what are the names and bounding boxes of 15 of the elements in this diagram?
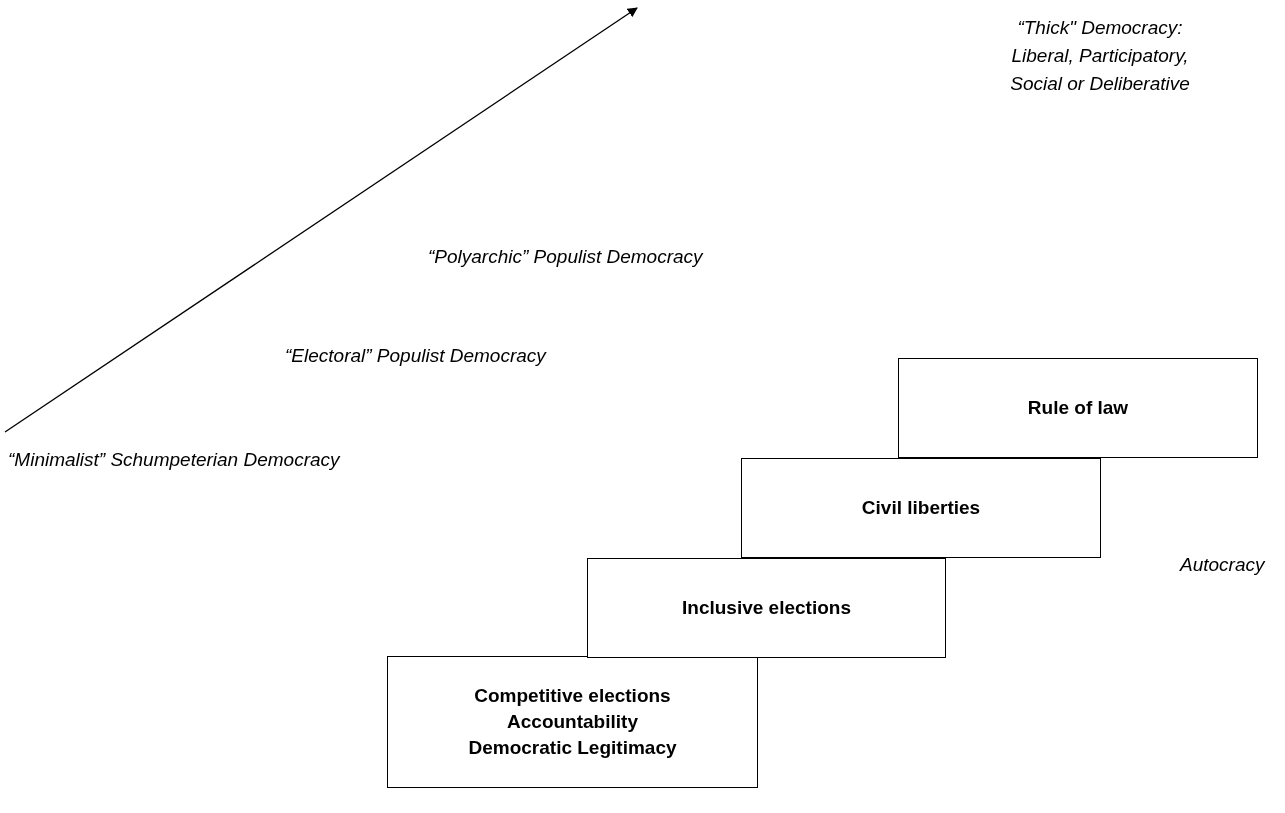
step-label: Democratic Legitimacy xyxy=(468,736,677,760)
step-label: Civil liberties xyxy=(861,496,981,520)
step-label: Accountability xyxy=(507,710,638,734)
step-box xyxy=(587,558,946,658)
level-label: “Minimalist” Schumpeterian Democracy xyxy=(8,448,342,472)
level-label: “Electoral” Populist Democracy xyxy=(285,344,548,368)
step-box xyxy=(898,358,1258,458)
level-label: “Polyarchic” Populist Democracy xyxy=(428,245,705,269)
step-label: Competitive elections xyxy=(474,684,671,708)
step-label: Inclusive elections xyxy=(682,596,851,620)
step-label: Rule of law xyxy=(1027,396,1129,420)
step-box xyxy=(741,458,1101,558)
level-label: Autocracy xyxy=(1180,553,1267,577)
level-label: “Thick" Democracy: Liberal, Participatory, Social or Deliberative xyxy=(1009,16,1191,96)
step-box xyxy=(387,656,758,788)
